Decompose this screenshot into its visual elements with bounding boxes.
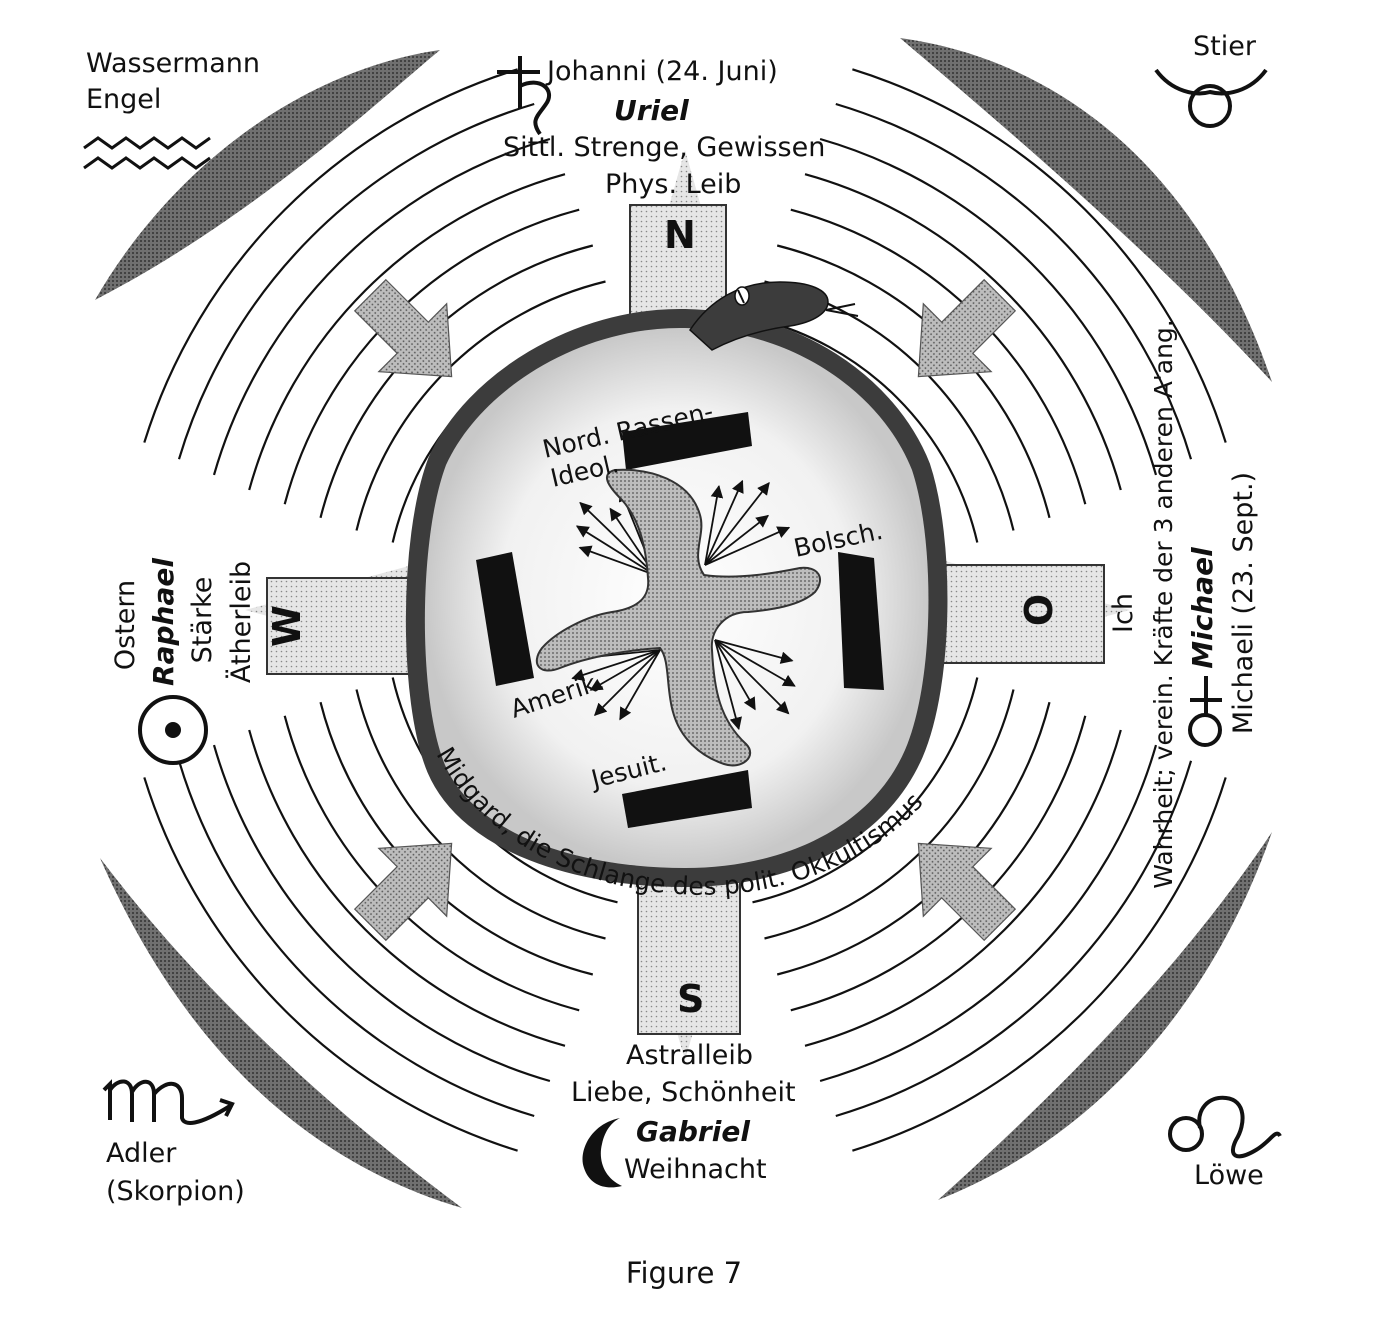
radiating-arrow: [714, 639, 790, 715]
taurus-icon: [1154, 68, 1268, 128]
south-virtue: Liebe, Schönheit: [571, 1077, 796, 1108]
gray-arrow: [917, 278, 1017, 378]
north-body: Phys. Leib: [605, 169, 741, 200]
corner-top-left-line2: Engel: [86, 84, 161, 115]
north-virtue: Sittl. Strenge, Gewissen: [503, 132, 825, 163]
radiating-arrow: [704, 526, 791, 566]
wave-arc: [835, 760, 1193, 1118]
wave-arc: [177, 760, 535, 1118]
south-festival: Weihnacht: [624, 1154, 767, 1185]
west-body: Ätherleib: [225, 561, 257, 683]
wave-arc: [248, 729, 566, 1047]
wave-arc: [804, 729, 1122, 1047]
south-body: Astralleib: [626, 1040, 753, 1071]
wave-arc: [752, 677, 979, 904]
wave-arc: [143, 777, 518, 1152]
west-letter: W: [265, 605, 309, 647]
north-angel: Uriel: [614, 94, 689, 127]
wave-arc: [804, 173, 1122, 491]
corner-bottom-left-line1: Adler: [106, 1138, 177, 1169]
wave-arc: [835, 102, 1193, 460]
corner-top-left-line1: Wassermann: [86, 48, 260, 79]
leo-icon: [1168, 1095, 1282, 1159]
east-note: Wahrheit; verein. Kräfte der 3 anderen A…: [1149, 319, 1178, 889]
wave-arc: [177, 102, 535, 460]
radiating-arrow: [704, 482, 770, 566]
radiating-arrow: [704, 479, 744, 566]
north-letter: N: [664, 213, 696, 257]
east-letter: O: [1017, 594, 1061, 626]
radiating-arrow: [714, 639, 756, 711]
sun-icon: [138, 695, 208, 765]
wave-arc: [852, 777, 1227, 1152]
figure-caption: Figure 7: [626, 1256, 742, 1290]
radiating-arrow: [704, 514, 769, 566]
corner-blades: [95, 38, 1272, 1208]
north-festival: Johanni (24. Juni): [545, 56, 778, 87]
wave-arc: [212, 137, 551, 476]
east-angel: Michael: [1186, 547, 1219, 669]
gray-arrow: [353, 278, 453, 378]
moon-icon: [582, 1118, 622, 1188]
serpent-head: [689, 281, 859, 351]
radiating-arrow: [589, 649, 661, 691]
radiating-arrow: [578, 545, 656, 576]
wave-arc: [212, 744, 551, 1083]
wave-arc: [143, 68, 518, 443]
gray-arrow: [917, 842, 1017, 942]
central-cross: [535, 468, 821, 767]
wave-arc: [852, 68, 1227, 443]
wave-arc: [819, 137, 1158, 476]
east-body: Ich: [1108, 593, 1139, 633]
radiating-arrow: [594, 649, 661, 716]
mercury-icon: [1188, 676, 1222, 747]
corner-bottom-right: Löwe: [1194, 1160, 1264, 1191]
wave-arc: [819, 744, 1158, 1083]
scorpio-icon: [102, 1079, 235, 1125]
west-angel: Raphael: [147, 558, 180, 686]
gray-arrows: [353, 278, 1017, 942]
west-virtue: Stärke: [187, 577, 218, 664]
radiating-arrow: [579, 501, 656, 576]
wave-arc: [752, 316, 979, 543]
corner-top-right: Stier: [1193, 31, 1257, 62]
radiating-arrow: [714, 639, 742, 731]
black-blocks: [476, 412, 884, 828]
radiating-arrow: [575, 525, 656, 576]
east-festival: Michaeli (23. Sept.): [1228, 472, 1259, 734]
radiating-arrow: [619, 649, 661, 721]
saturn-icon: [497, 56, 551, 136]
radiating-arrow: [714, 639, 794, 664]
radiating-arrow: [571, 649, 661, 681]
south-letter: S: [677, 977, 704, 1021]
south-angel: Gabriel: [636, 1115, 750, 1148]
west-festival: Ostern: [110, 580, 141, 670]
wave-arc: [248, 173, 566, 491]
aquarius-icon: [83, 136, 211, 170]
corner-bottom-left-line2: (Skorpion): [106, 1176, 245, 1207]
gray-arrow: [353, 842, 453, 942]
radiating-arrow: [714, 639, 796, 687]
radiating-arrow: [704, 484, 724, 566]
